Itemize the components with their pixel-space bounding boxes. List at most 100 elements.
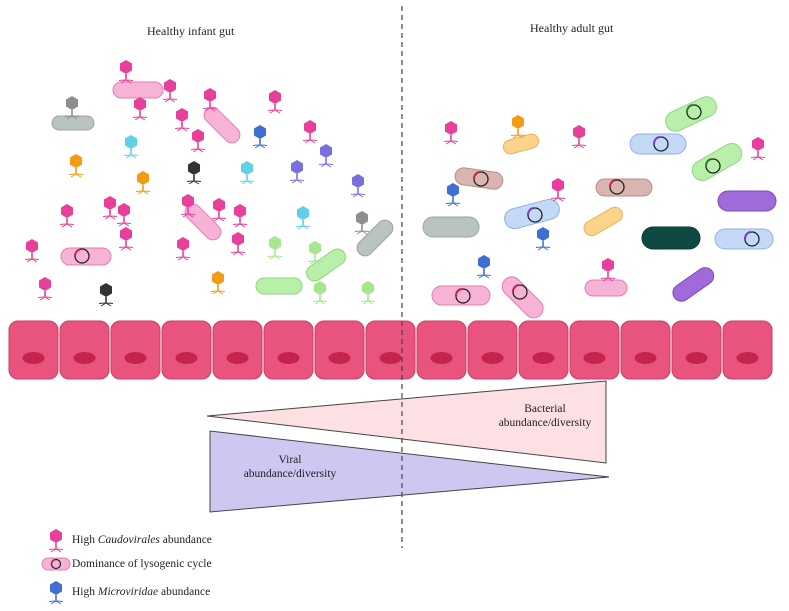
epithelial-cell-icon: [365, 320, 416, 380]
legend-microviridae-prefix: High: [72, 586, 98, 598]
bacterium-icon: [431, 285, 491, 306]
legend-lysogenic-icon: [41, 557, 71, 571]
phage-icon: [190, 128, 206, 153]
epithelial-cell-icon: [110, 320, 161, 380]
bacterium-icon: [583, 206, 623, 237]
legend-microviridae-icon: [48, 580, 64, 605]
phage-icon: [118, 226, 134, 251]
bacterium-icon: [502, 133, 540, 155]
bacterium-icon: [691, 143, 743, 181]
phage-icon: [550, 177, 566, 202]
phage-icon: [252, 124, 268, 149]
legend-microviridae: High Microviridae abundance: [72, 582, 210, 602]
phage-icon: [535, 226, 551, 251]
phage-icon: [24, 238, 40, 263]
adult-phages: [443, 114, 766, 282]
adult-gut-title: Healthy adult gut: [530, 21, 614, 35]
epithelial-cell-icon: [161, 320, 212, 380]
bacterium-icon: [60, 247, 112, 266]
phage-icon: [59, 203, 75, 228]
legend-lysogenic: Dominance of lysogenic cycle: [72, 554, 212, 574]
phage-icon: [750, 136, 766, 161]
bacterium-icon: [584, 279, 628, 297]
bacterium-icon: [422, 216, 480, 238]
epithelial-cell-icon: [263, 320, 314, 380]
bacterial-label-line2: abundance/diversity: [498, 417, 592, 429]
bacterial-wedge: [206, 380, 607, 464]
legend-caudovirales: High Caudovirales abundance: [72, 530, 212, 550]
phage-icon: [175, 236, 191, 261]
prophage-icon: [74, 248, 90, 264]
phage-icon: [116, 202, 132, 227]
phage-icon: [295, 205, 311, 230]
phage-icon: [350, 173, 366, 198]
bacterium-icon: [454, 167, 504, 190]
bacterium-icon: [504, 198, 560, 230]
bacterium-icon: [51, 115, 95, 131]
viral-wedge: [209, 430, 610, 513]
phage-icon: [174, 107, 190, 132]
epithelial-cell-icon: [569, 320, 620, 380]
epithelium: [8, 320, 773, 380]
prophage-icon: [455, 104, 760, 304]
bacterial-label-line1: Bacterial: [524, 403, 566, 415]
bacterial-wedge-label: Bacterial abundance/diversity: [470, 402, 620, 430]
phage-icon: [600, 257, 616, 282]
bacterium-icon: [501, 276, 544, 319]
legend-lysogenic-text: Dominance of lysogenic cycle: [72, 558, 212, 570]
phage-icon: [312, 280, 328, 305]
phage-icon: [211, 197, 227, 222]
epithelial-cell-icon: [467, 320, 518, 380]
legend-microviridae-suffix: abundance: [158, 586, 211, 598]
legend-microviridae-taxon: Microviridae: [97, 586, 159, 598]
adult-bacteria: [422, 96, 777, 319]
phage-icon: [267, 235, 283, 260]
phage-icon: [267, 89, 283, 114]
phage-icon: [102, 195, 118, 220]
phage-icon: [445, 182, 461, 207]
phage-icon: [210, 270, 226, 295]
legend-caudovirales-suffix: abundance: [159, 534, 212, 546]
bacterium-icon: [306, 248, 346, 282]
bacterium-icon: [672, 267, 715, 302]
epithelial-cell-icon: [671, 320, 722, 380]
epithelial-cell-icon: [620, 320, 671, 380]
phage-icon: [118, 59, 134, 84]
bacterium-icon: [203, 106, 241, 144]
epithelial-cell-icon: [8, 320, 59, 380]
phage-icon: [123, 134, 139, 159]
infant-gut-title: Healthy infant gut: [147, 24, 235, 38]
viral-wedge-label: Viral abundance/diversity: [220, 453, 360, 481]
phage-icon: [443, 120, 459, 145]
phage-icon: [135, 170, 151, 195]
phage-icon: [360, 280, 376, 305]
legend-caudovirales-taxon: Caudovirales: [97, 534, 160, 546]
bacterium-icon: [356, 219, 394, 257]
epithelial-cell-icon: [314, 320, 365, 380]
phage-icon: [37, 276, 53, 301]
phage-icon: [98, 282, 114, 307]
legend-caudovirales-icon: [48, 528, 64, 553]
phage-icon: [476, 254, 492, 279]
epithelial-cell-icon: [518, 320, 569, 380]
bacterium-icon: [629, 133, 687, 155]
epithelial-cell-icon: [59, 320, 110, 380]
phage-icon: [571, 124, 587, 149]
phage-icon: [132, 96, 148, 121]
viral-label-line2: abundance/diversity: [243, 468, 337, 480]
epithelial-cell-icon: [722, 320, 773, 380]
bacterium-icon: [665, 96, 717, 132]
bacterium-icon: [641, 226, 701, 250]
phage-icon: [162, 78, 178, 103]
phage-icon: [230, 231, 246, 256]
epithelial-cell-icon: [416, 320, 467, 380]
phage-icon: [289, 159, 305, 184]
phage-icon: [302, 119, 318, 144]
viral-label-line1: Viral: [278, 454, 302, 466]
bacterium-icon: [112, 81, 164, 99]
phage-icon: [186, 160, 202, 185]
legend-caudovirales-prefix: High: [72, 534, 98, 546]
phage-icon: [232, 203, 248, 228]
